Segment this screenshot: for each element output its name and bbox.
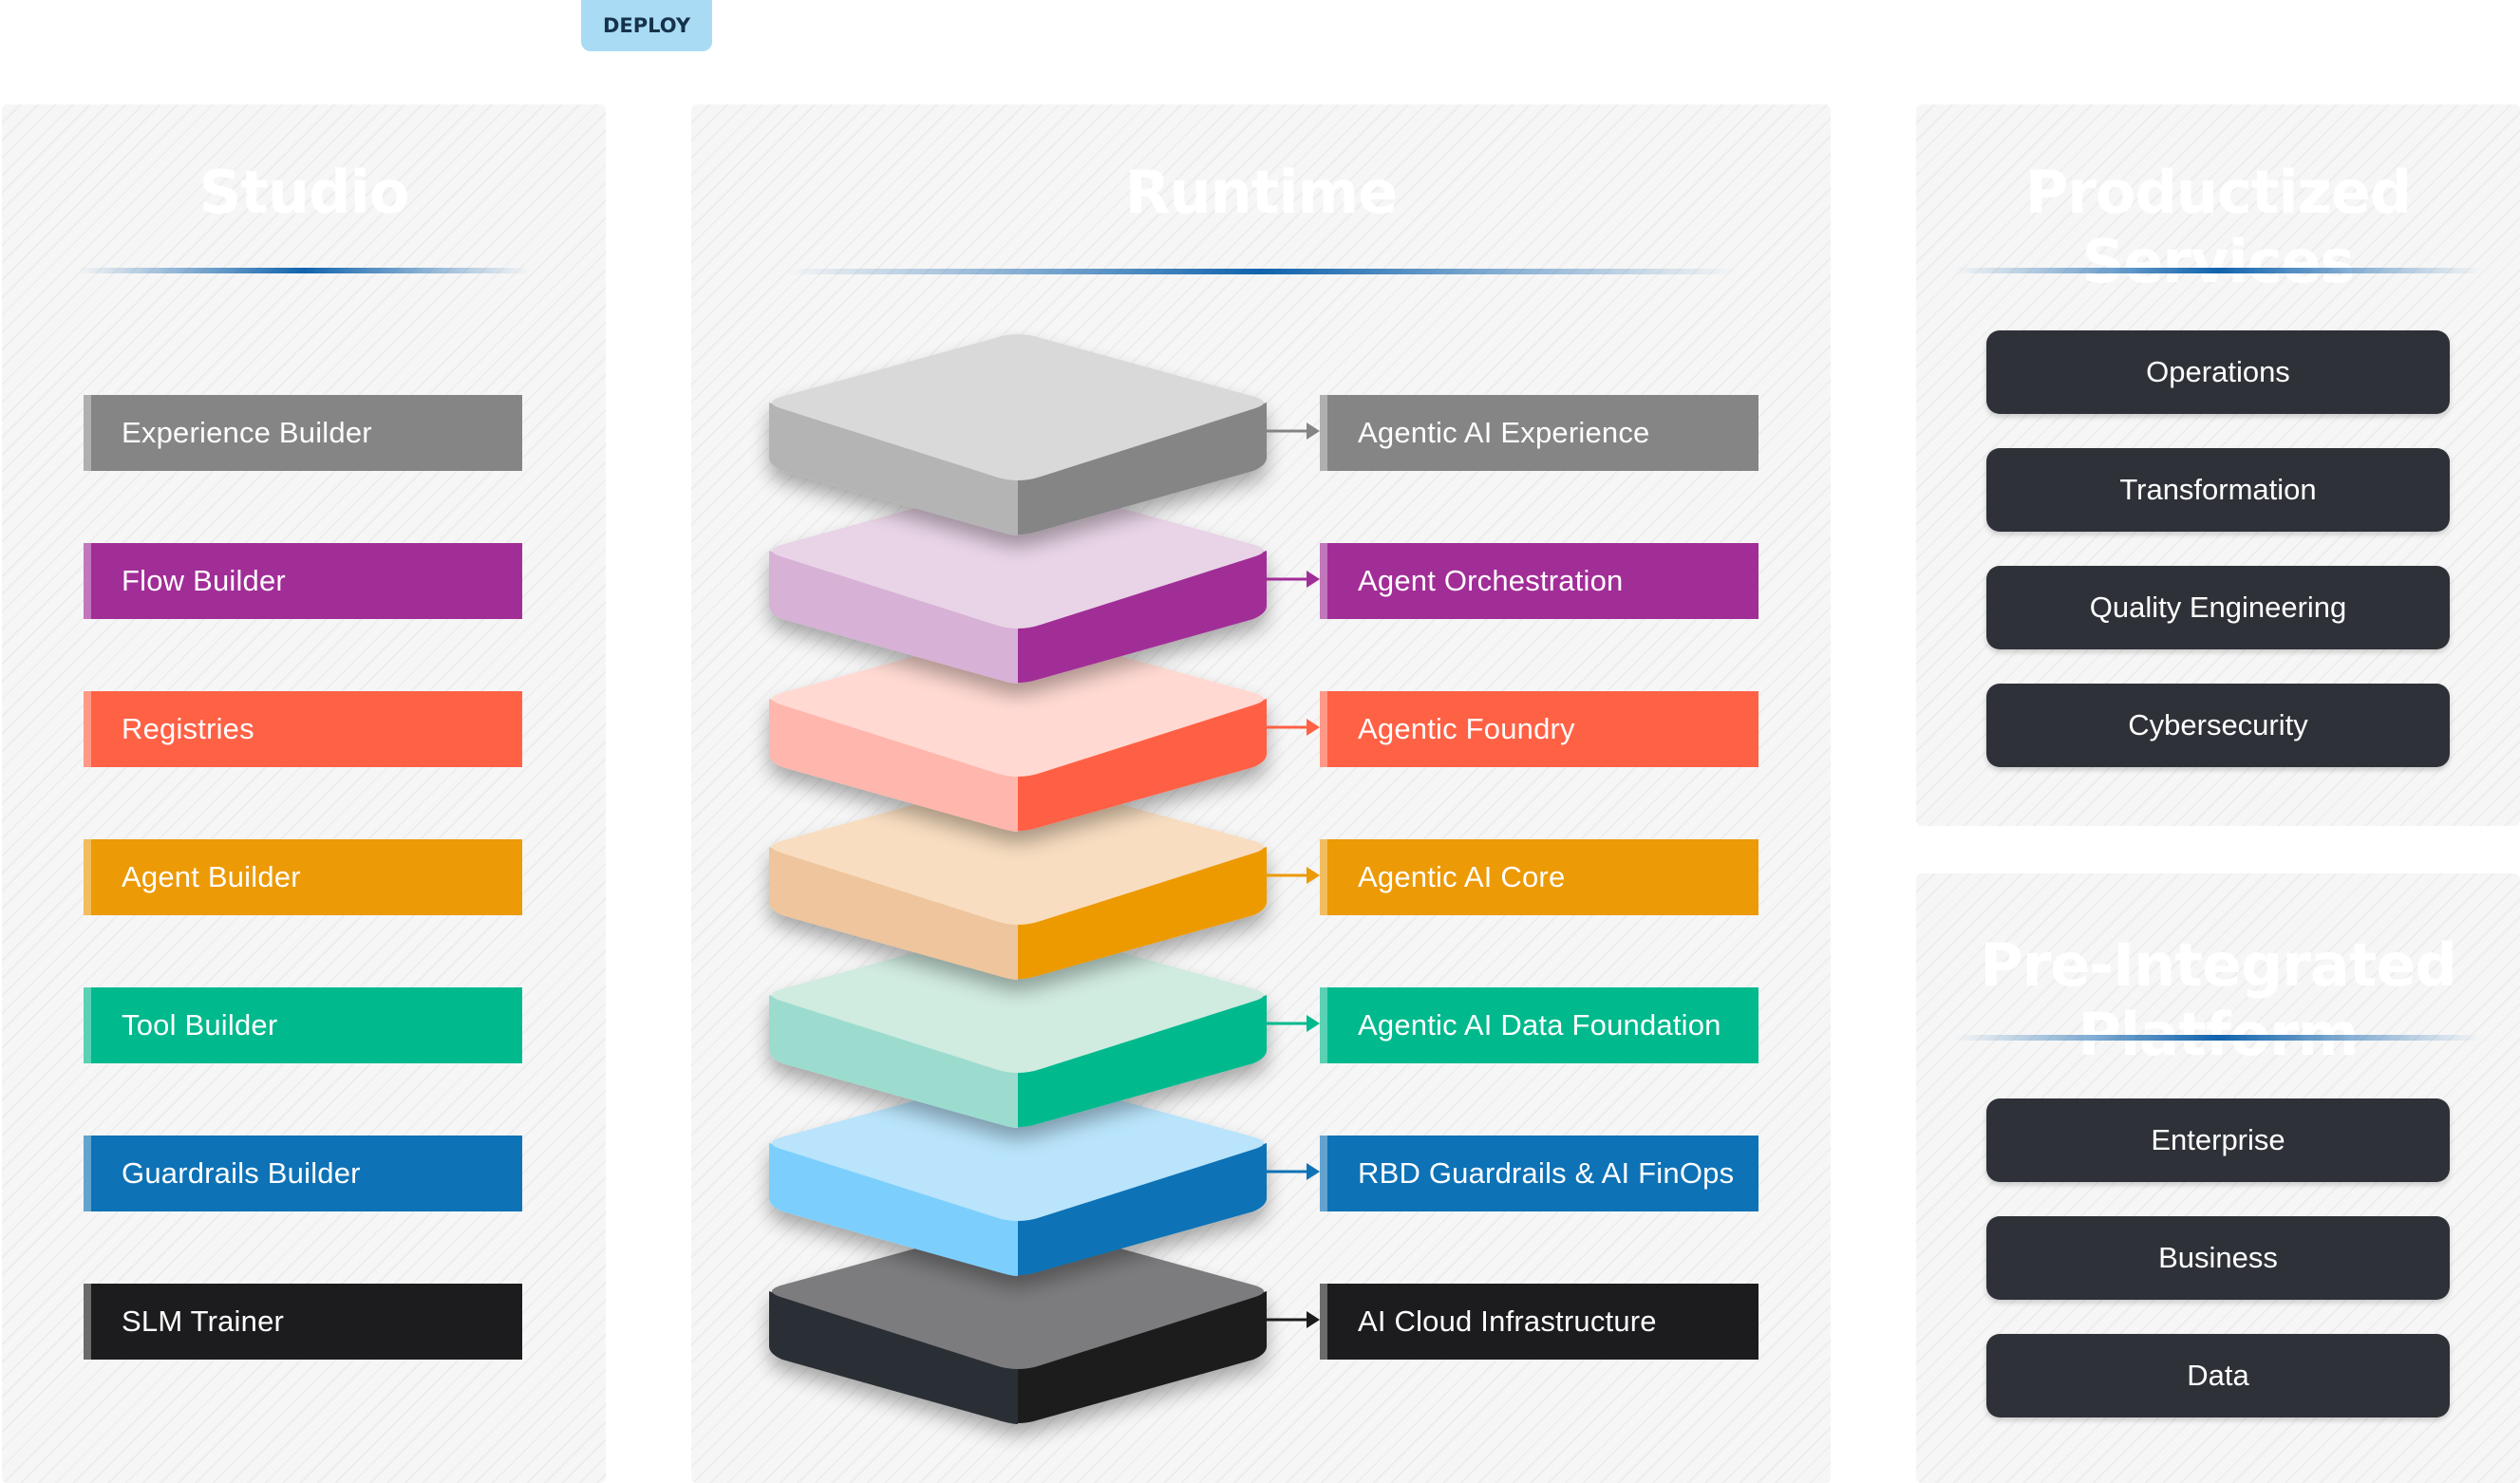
productized-service-button[interactable]: Cybersecurity [1986,684,2450,767]
studio-item-edge [84,543,91,619]
pre-integrated-platform-button[interactable]: Data [1986,1334,2450,1417]
runtime-layer-slab [769,334,1267,535]
productized-service-button[interactable]: Transformation [1986,448,2450,532]
runtime-layer-label-text: Agentic Foundry [1358,712,1575,745]
pre-integrated-platform-button[interactable]: Enterprise [1986,1098,2450,1182]
runtime-panel: Runtime [691,104,1831,1483]
productized-service-button[interactable]: Operations [1986,330,2450,414]
runtime-layer-label-edge [1320,691,1327,767]
runtime-layer-label-text: AI Cloud Infrastructure [1358,1305,1657,1338]
runtime-layer-label[interactable]: AI Cloud Infrastructure [1320,1284,1758,1360]
runtime-layer-label-text: Agentic AI Core [1358,860,1566,893]
studio-item-edge [84,839,91,915]
studio-item[interactable]: Tool Builder [84,987,522,1063]
studio-title-underline [78,268,530,273]
studio-item-edge [84,1284,91,1360]
studio-item[interactable]: Registries [84,691,522,767]
studio-item[interactable]: Experience Builder [84,395,522,471]
runtime-layer-label[interactable]: RBD Guardrails & AI FinOps [1320,1136,1758,1211]
runtime-layer-label[interactable]: Agentic AI Experience [1320,395,1758,471]
studio-item[interactable]: Agent Builder [84,839,522,915]
studio-item-edge [84,395,91,471]
runtime-layer-slab [769,927,1267,1128]
studio-item-label: Flow Builder [122,564,286,597]
runtime-layer-label-text: RBD Guardrails & AI FinOps [1358,1156,1735,1190]
studio-item-label: Guardrails Builder [122,1156,361,1190]
runtime-layer-label-text: Agent Orchestration [1358,564,1624,597]
runtime-layer-label-edge [1320,1136,1327,1211]
pre-integrated-platform-title-underline [1954,1035,2482,1041]
runtime-layer-label[interactable]: Agentic AI Core [1320,839,1758,915]
runtime-layer-slab [769,1223,1267,1424]
runtime-layer-label-edge [1320,987,1327,1063]
pre-integrated-platform-button[interactable]: Business [1986,1216,2450,1300]
deploy-button[interactable]: DEPLOY [581,0,712,51]
pre-integrated-platform-title: Pre-Integrated Platform [1980,930,2457,1069]
runtime-layer-label-edge [1320,1284,1327,1360]
studio-item[interactable]: Flow Builder [84,543,522,619]
runtime-layer-slab [769,779,1267,980]
runtime-layer-label[interactable]: Agent Orchestration [1320,543,1758,619]
studio-item-label: Agent Builder [122,860,301,893]
studio-title: Studio [198,158,410,227]
studio-item-label: SLM Trainer [122,1305,285,1338]
studio-item-edge [84,691,91,767]
runtime-layer-slab [769,1075,1267,1276]
studio-item-edge [84,987,91,1063]
productized-services-title: Productized Services [2024,158,2412,296]
studio-item-label: Registries [122,712,254,745]
studio-item-edge [84,1136,91,1211]
runtime-layer-label[interactable]: Agentic Foundry [1320,691,1758,767]
runtime-layer-label-text: Agentic AI Experience [1358,416,1650,449]
studio-item-label: Experience Builder [122,416,372,449]
runtime-title-underline [786,269,1736,274]
runtime-layer-slab [769,482,1267,684]
runtime-layer-label-edge [1320,395,1327,471]
runtime-layer-label-edge [1320,839,1327,915]
studio-panel: Studio [2,104,606,1483]
productized-service-button[interactable]: Quality Engineering [1986,566,2450,649]
studio-item-label: Tool Builder [122,1008,278,1042]
runtime-layer-label-text: Agentic AI Data Foundation [1358,1008,1721,1042]
studio-item[interactable]: Guardrails Builder [84,1136,522,1211]
productized-services-title-underline [1954,268,2482,273]
runtime-layer-slab [769,630,1267,832]
studio-item[interactable]: SLM Trainer [84,1284,522,1360]
runtime-layer-label-edge [1320,543,1327,619]
runtime-layer-label[interactable]: Agentic AI Data Foundation [1320,987,1758,1063]
runtime-title: Runtime [1124,158,1399,227]
